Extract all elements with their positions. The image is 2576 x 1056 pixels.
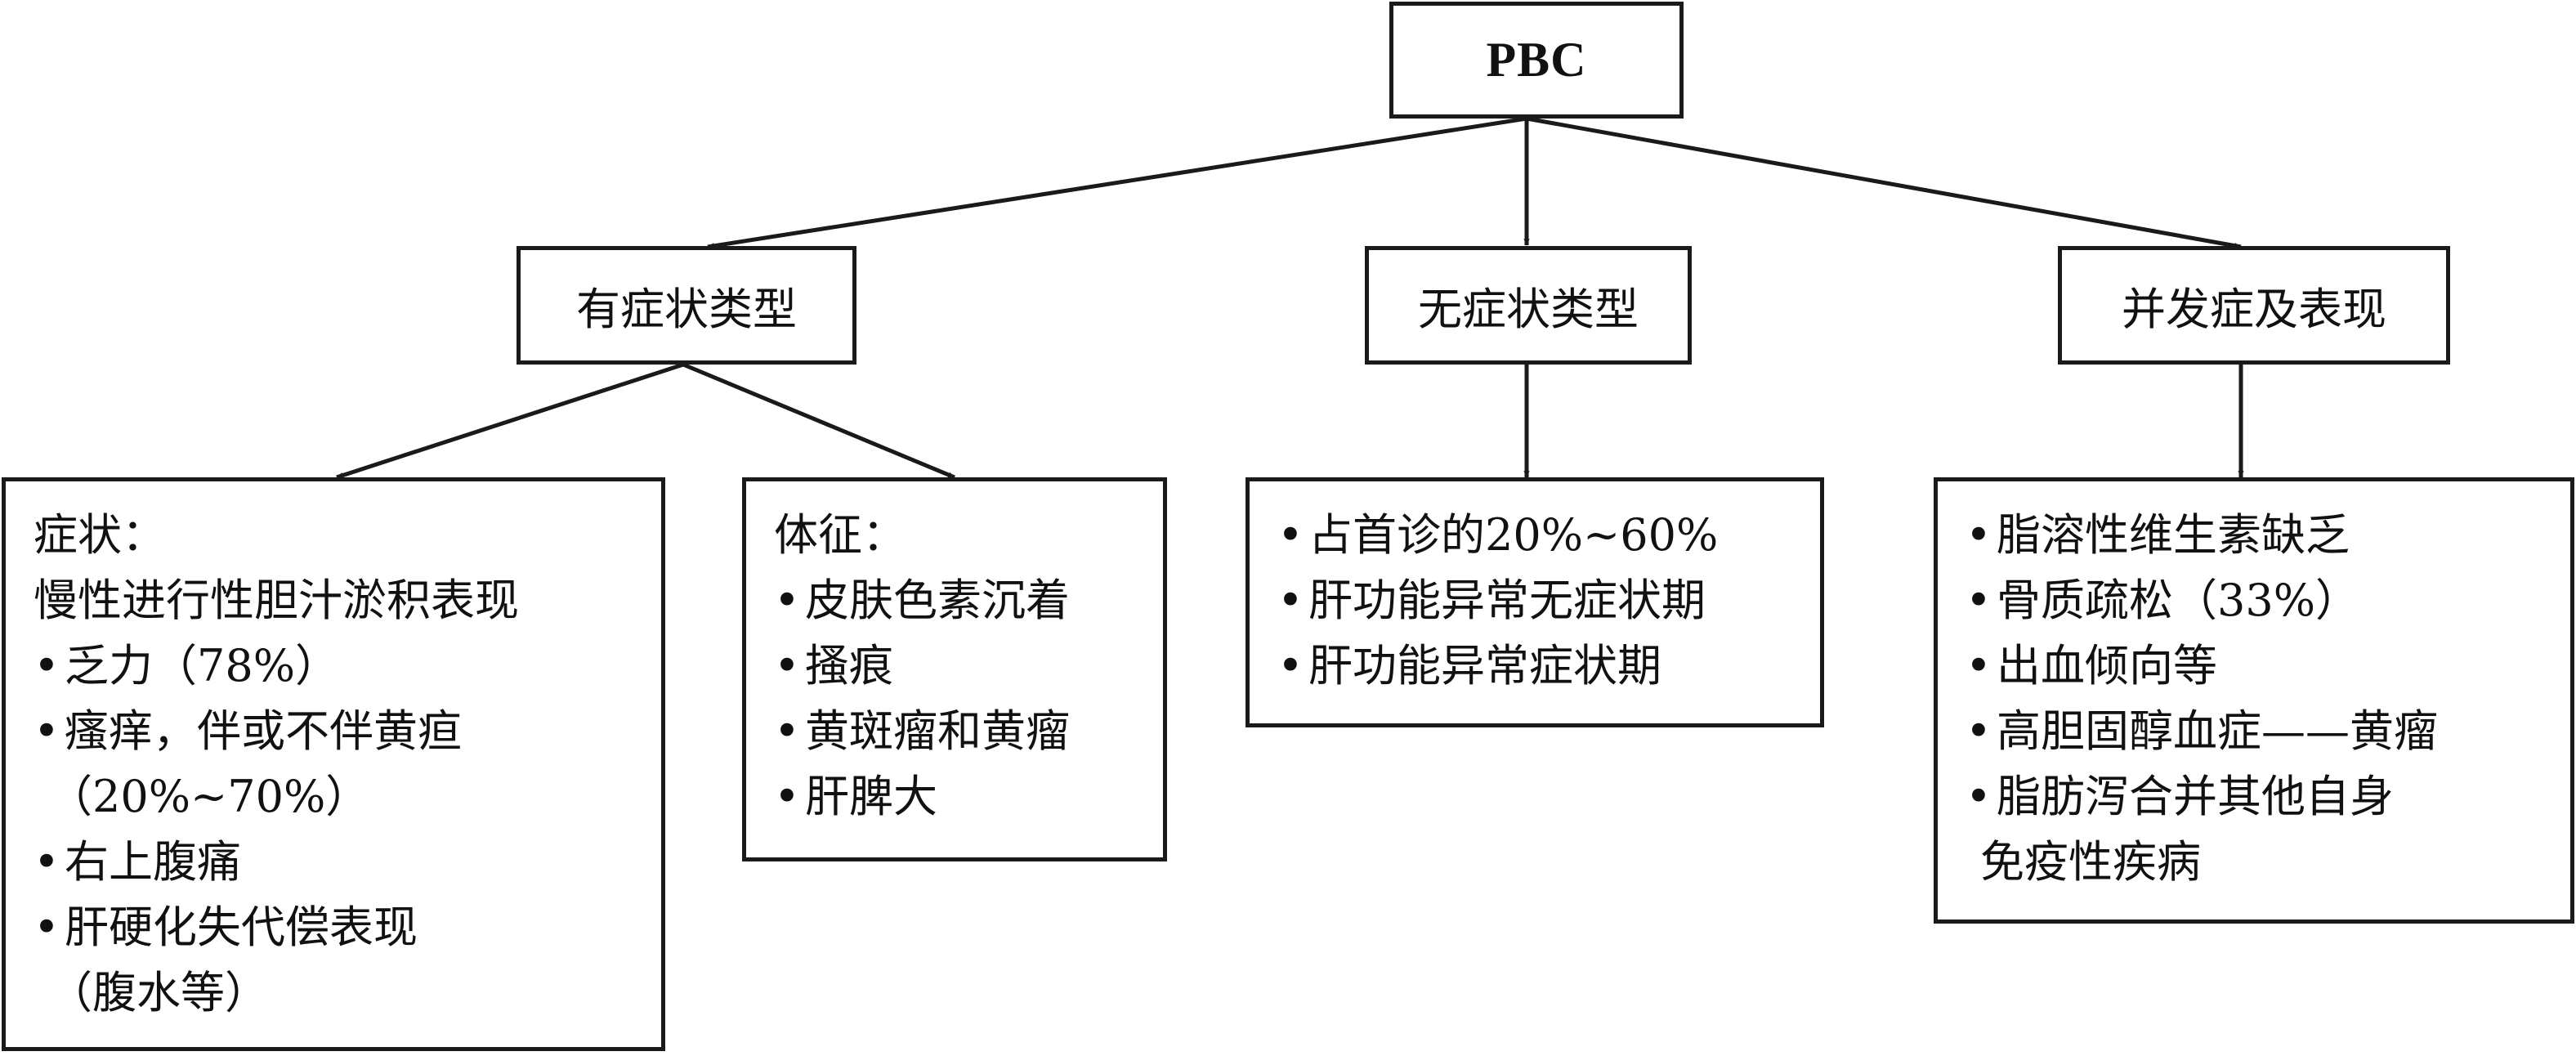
asymptomatic-type-node: 无症状类型 <box>1365 246 1692 365</box>
arrow-root-to-symptomatic <box>707 116 1527 249</box>
symptom-item-continuation: （腹水等） <box>48 967 269 1018</box>
sign-item: 搔痕 <box>774 633 1163 699</box>
arrow-symptomatic-to-signs <box>682 362 955 480</box>
symptoms-subheading: 慢性进行性胆汁淤积表现 <box>34 575 519 626</box>
symptomatic-type-node: 有症状类型 <box>517 246 856 365</box>
signs-box: 体征： 皮肤色素沉着 搔痕 黄斑瘤和黄瘤 肝脾大 <box>742 477 1167 861</box>
asymptomatic-item: 肝功能异常症状期 <box>1277 633 1820 699</box>
sign-item: 皮肤色素沉着 <box>774 568 1163 633</box>
asymptomatic-item: 占首诊的20%~60% <box>1277 503 1820 568</box>
asymptomatic-item: 肝功能异常无症状期 <box>1277 568 1820 633</box>
complication-item-continuation: 免疫性疾病 <box>1980 836 2201 888</box>
complications-node: 并发症及表现 <box>2058 246 2450 365</box>
sign-item: 黄斑瘤和黄瘤 <box>774 699 1163 764</box>
complication-details-box: 脂溶性维生素缺乏 骨质疏松（33%） 出血倾向等 高胆固醇血症——黄瘤 脂肪泻合… <box>1934 477 2574 924</box>
symptom-item: 右上腹痛 <box>34 830 661 895</box>
signs-heading: 体征： <box>774 509 906 561</box>
symptomatic-type-label: 有症状类型 <box>576 284 797 335</box>
asymptomatic-details-box: 占首诊的20%~60% 肝功能异常无症状期 肝功能异常症状期 <box>1246 477 1824 727</box>
complication-item: 骨质疏松（33%） <box>1966 568 2570 633</box>
complication-item: 出血倾向等 <box>1966 633 2570 699</box>
symptom-item: 乏力（78%） <box>34 633 661 699</box>
asymptomatic-type-label: 无症状类型 <box>1418 284 1639 335</box>
symptoms-heading: 症状： <box>34 509 166 561</box>
symptoms-box: 症状： 慢性进行性胆汁淤积表现 乏力（78%） 瘙痒，伴或不伴黄疸 （20%~7… <box>2 477 665 1051</box>
complications-label: 并发症及表现 <box>2122 284 2386 335</box>
complication-item: 脂溶性维生素缺乏 <box>1966 503 2570 568</box>
symptom-item: 肝硬化失代偿表现 <box>34 895 661 960</box>
symptom-item: 瘙痒，伴或不伴黄疸 <box>34 699 661 764</box>
root-node: PBC <box>1389 2 1684 119</box>
arrow-root-to-complications <box>1526 116 2242 249</box>
arrow-symptomatic-to-symptoms <box>336 362 684 480</box>
symptom-item-continuation: （20%~70%） <box>48 771 370 822</box>
root-label: PBC <box>1486 33 1587 87</box>
complication-item: 脂肪泻合并其他自身 <box>1966 764 2570 830</box>
sign-item: 肝脾大 <box>774 764 1163 830</box>
complication-item: 高胆固醇血症——黄瘤 <box>1966 699 2570 764</box>
